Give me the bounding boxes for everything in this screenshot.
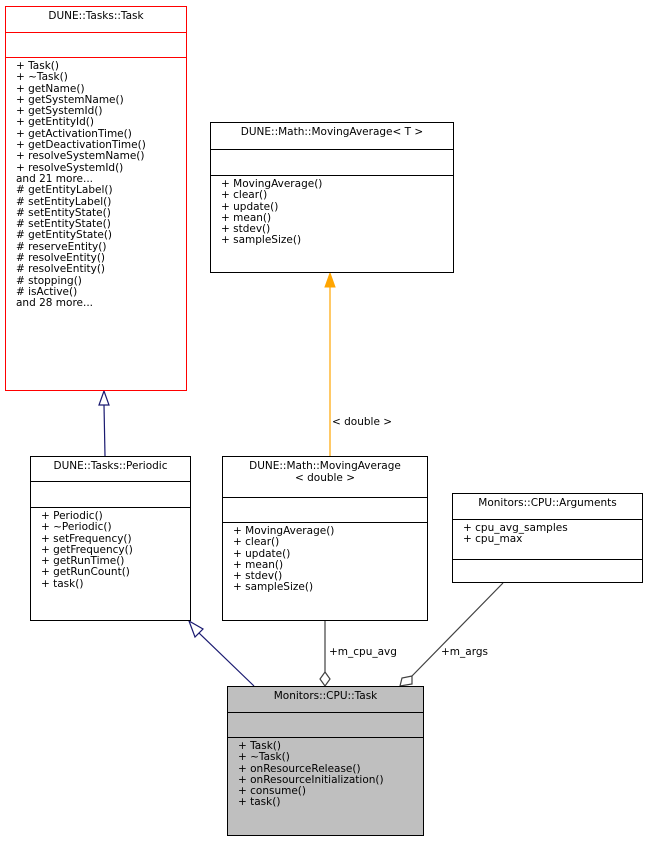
methods-section: + Periodic()+ ~Periodic()+ setFrequency(… (31, 508, 190, 590)
class-moving-average-template[interactable]: DUNE::Math::MovingAverage< T > + MovingA… (210, 122, 454, 273)
class-title: DUNE::Math::MovingAverage < double > (223, 457, 427, 498)
member-item: + Task() (16, 60, 59, 72)
member-item: # resolveEntity() (16, 252, 106, 265)
member-item: + update() (233, 547, 291, 560)
member-item: + MovingAverage() (221, 178, 323, 190)
member-item: + mean() (221, 211, 272, 224)
attributes-section (211, 150, 453, 176)
member-item: # setEntityLabel() (16, 195, 112, 208)
member-item: and 21 more... (16, 172, 94, 185)
class-monitors-cpu-arguments[interactable]: Monitors::CPU::Arguments + cpu_avg_sampl… (452, 493, 643, 583)
member-item: + Periodic() (41, 510, 103, 522)
m-args-label: +m_args (441, 646, 488, 658)
member-item: + clear() (221, 189, 268, 202)
class-monitors-cpu-task[interactable]: Monitors::CPU::Task + Task()+ ~Task()+ o… (227, 686, 424, 836)
class-title: DUNE::Tasks::Task (6, 7, 186, 33)
class-dune-tasks-periodic[interactable]: DUNE::Tasks::Periodic + Periodic()+ ~Per… (30, 456, 191, 621)
member-item: + update() (221, 200, 279, 213)
class-title-line: DUNE::Math::MovingAverage (249, 460, 401, 472)
member-item: + cpu_max (463, 533, 523, 546)
class-title-line: < double > (294, 472, 356, 484)
member-item: + sampleSize() (233, 581, 314, 594)
member-item: + clear() (233, 536, 280, 549)
member-item: + task() (238, 796, 281, 809)
member-item: + getFrequency() (41, 543, 133, 556)
member-item: + resolveSystemName() (16, 150, 145, 163)
class-moving-average-double[interactable]: DUNE::Math::MovingAverage < double > + M… (222, 456, 428, 621)
member-item: # getEntityLabel() (16, 184, 113, 197)
member-item: + sampleSize() (221, 234, 302, 247)
m-cpu-avg-label: +m_cpu_avg (329, 646, 397, 658)
member-item: + ~Task() (238, 751, 290, 764)
member-item: # isActive() (16, 285, 78, 298)
aggregation-diamond-icon (399, 675, 413, 687)
member-item: + onResourceRelease() (238, 762, 361, 775)
member-item: + Task() (238, 740, 281, 752)
member-item: + getDeactivationTime() (16, 139, 146, 152)
composition-edge-m-args (411, 582, 504, 677)
methods-section: + Task()+ ~Task()+ getName()+ getSystemN… (6, 58, 186, 310)
template-arrowhead-icon (324, 271, 336, 288)
class-title: DUNE::Math::MovingAverage< T > (211, 123, 453, 150)
class-title: Monitors::CPU::Arguments (453, 494, 642, 520)
member-item: # resolveEntity() (16, 263, 106, 276)
member-item: + ~Task() (16, 71, 68, 84)
member-item: + mean() (233, 558, 284, 571)
member-item: + getSystemName() (16, 93, 124, 106)
member-item: # stopping() (16, 274, 82, 287)
inheritance-arrowhead-icon (187, 619, 204, 639)
member-item: + getRunCount() (41, 566, 130, 579)
class-title: Monitors::CPU::Task (228, 687, 423, 713)
member-item: + getRunTime() (41, 555, 125, 568)
attributes-section (31, 482, 190, 508)
inheritance-edge-cputask-periodic (198, 632, 255, 687)
class-title: DUNE::Tasks::Periodic (31, 457, 190, 482)
methods-section: + MovingAverage()+ clear()+ update()+ me… (223, 523, 427, 594)
member-item: + MovingAverage() (233, 525, 335, 537)
methods-section: + MovingAverage()+ clear()+ update()+ me… (211, 176, 453, 247)
member-item: + resolveSystemId() (16, 161, 124, 174)
member-item: + onResourceInitialization() (238, 773, 384, 786)
member-item: + task() (41, 577, 84, 590)
member-item: + getEntityId() (16, 116, 94, 129)
methods-section (453, 560, 642, 582)
member-item: + getName() (16, 82, 85, 95)
inheritance-edge-periodic-task (103, 404, 106, 457)
template-binding-label: < double > (332, 416, 393, 428)
member-item: + stdev() (233, 570, 283, 583)
member-item: + stdev() (221, 223, 271, 236)
member-item: # setEntityState() (16, 206, 111, 219)
class-dune-tasks-task[interactable]: DUNE::Tasks::Task + Task()+ ~Task()+ get… (5, 6, 187, 391)
attributes-section (223, 498, 427, 523)
member-item: # reserveEntity() (16, 240, 107, 253)
member-item: + getSystemId() (16, 105, 103, 118)
attributes-section: + cpu_avg_samples+ cpu_max (453, 520, 642, 560)
attributes-section (6, 33, 186, 58)
member-item: + cpu_avg_samples (463, 522, 568, 534)
member-item: and 28 more... (16, 297, 94, 310)
member-item: + ~Periodic() (41, 521, 112, 534)
methods-section: + Task()+ ~Task()+ onResourceRelease()+ … (228, 738, 423, 809)
attributes-section (228, 713, 423, 738)
inheritance-arrowhead-icon (98, 389, 110, 406)
member-item: + consume() (238, 785, 306, 798)
aggregation-diamond-icon (319, 670, 331, 688)
member-item: # getEntityState() (16, 229, 113, 242)
member-item: # setEntityState() (16, 218, 111, 231)
member-item: + setFrequency() (41, 532, 132, 545)
member-item: + getActivationTime() (16, 127, 132, 140)
